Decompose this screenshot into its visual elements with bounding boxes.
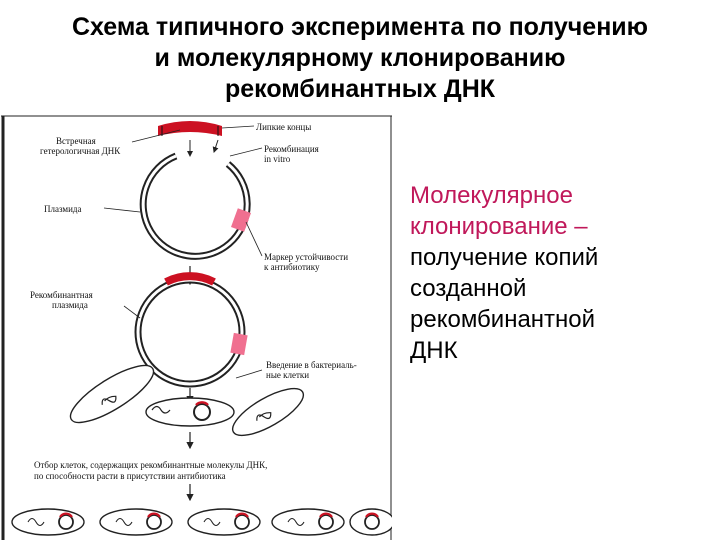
definition-text: Молекулярное клонирование – получение ко… xyxy=(410,180,710,366)
label-recombination: Рекомбинация xyxy=(264,144,319,154)
title-line: и молекулярному клонированию xyxy=(10,43,710,74)
definition-body: созданной xyxy=(410,273,710,304)
label-marker-2: к антибиотику xyxy=(264,262,320,272)
label-marker: Маркер устойчивости xyxy=(264,252,348,262)
slide-title: Схема типичного эксперимента по получени… xyxy=(10,12,710,105)
definition-term: Молекулярное xyxy=(410,180,710,211)
label-recombinant-plasmid: Рекомбинантная xyxy=(30,290,93,300)
label-foreign-dna: Встречная xyxy=(56,136,96,146)
title-line: Схема типичного эксперимента по получени… xyxy=(10,12,710,43)
label-introduction-2: ные клетки xyxy=(266,370,309,380)
cloning-scheme-figure: Липкие концы Встречная гетерологичная ДН… xyxy=(0,112,392,540)
definition-body: ДНК xyxy=(410,335,710,366)
recombinant-plasmid xyxy=(138,276,248,384)
definition-term: клонирование – xyxy=(410,211,710,242)
label-sticky-ends: Липкие концы xyxy=(256,122,311,132)
definition-body: получение копий xyxy=(410,242,710,273)
label-recombinant-plasmid-2: плазмида xyxy=(52,300,88,310)
title-line: рекомбинантных ДНК xyxy=(10,74,710,105)
label-selection: Отбор клеток, содержащих рекомбинантные … xyxy=(34,460,267,470)
definition-body: рекомбинантной xyxy=(410,304,710,335)
foreign-dna-fragment xyxy=(158,121,222,136)
label-selection-2: по способности расти в присутствии антиб… xyxy=(34,471,226,481)
selected-cells-row xyxy=(12,509,392,535)
label-foreign-dna-2: гетерологичная ДНК xyxy=(40,146,121,156)
label-introduction: Введение в бактериаль- xyxy=(266,360,357,370)
open-plasmid xyxy=(143,156,251,256)
label-plasmid: Плазмида xyxy=(44,204,82,214)
label-recombination-2: in vitro xyxy=(264,154,291,164)
